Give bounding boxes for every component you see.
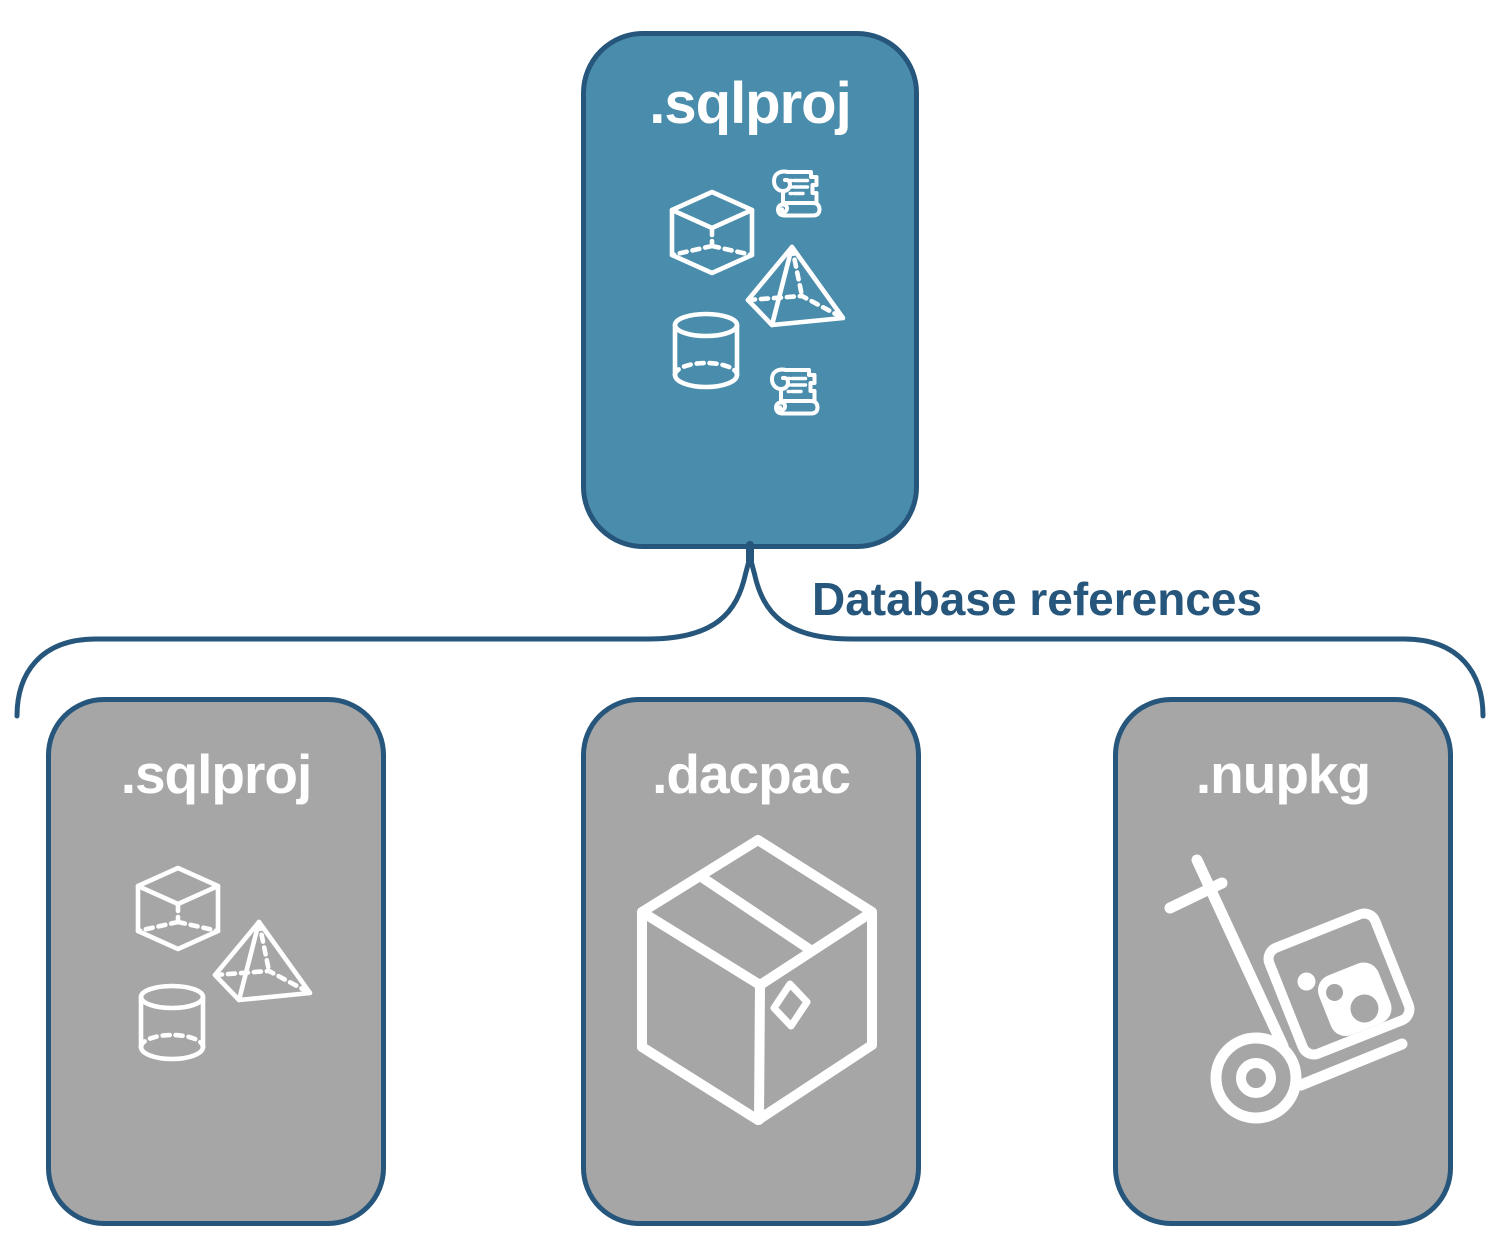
parent-card-title: .sqlproj	[649, 71, 851, 136]
child-card-title: .sqlproj	[120, 743, 313, 805]
connector-label: Database references	[812, 573, 1263, 625]
child-card-sqlproj: .sqlproj	[46, 697, 386, 1226]
child-card-title: .dacpac	[652, 743, 851, 805]
child-card-nupkg: .nupkg	[1113, 697, 1453, 1226]
parent-card-sqlproj: .sqlproj	[581, 31, 919, 549]
child-card-title: .nupkg	[1195, 743, 1371, 805]
child-card-dacpac: .dacpac	[581, 697, 921, 1226]
brace-connector	[14, 541, 1486, 719]
